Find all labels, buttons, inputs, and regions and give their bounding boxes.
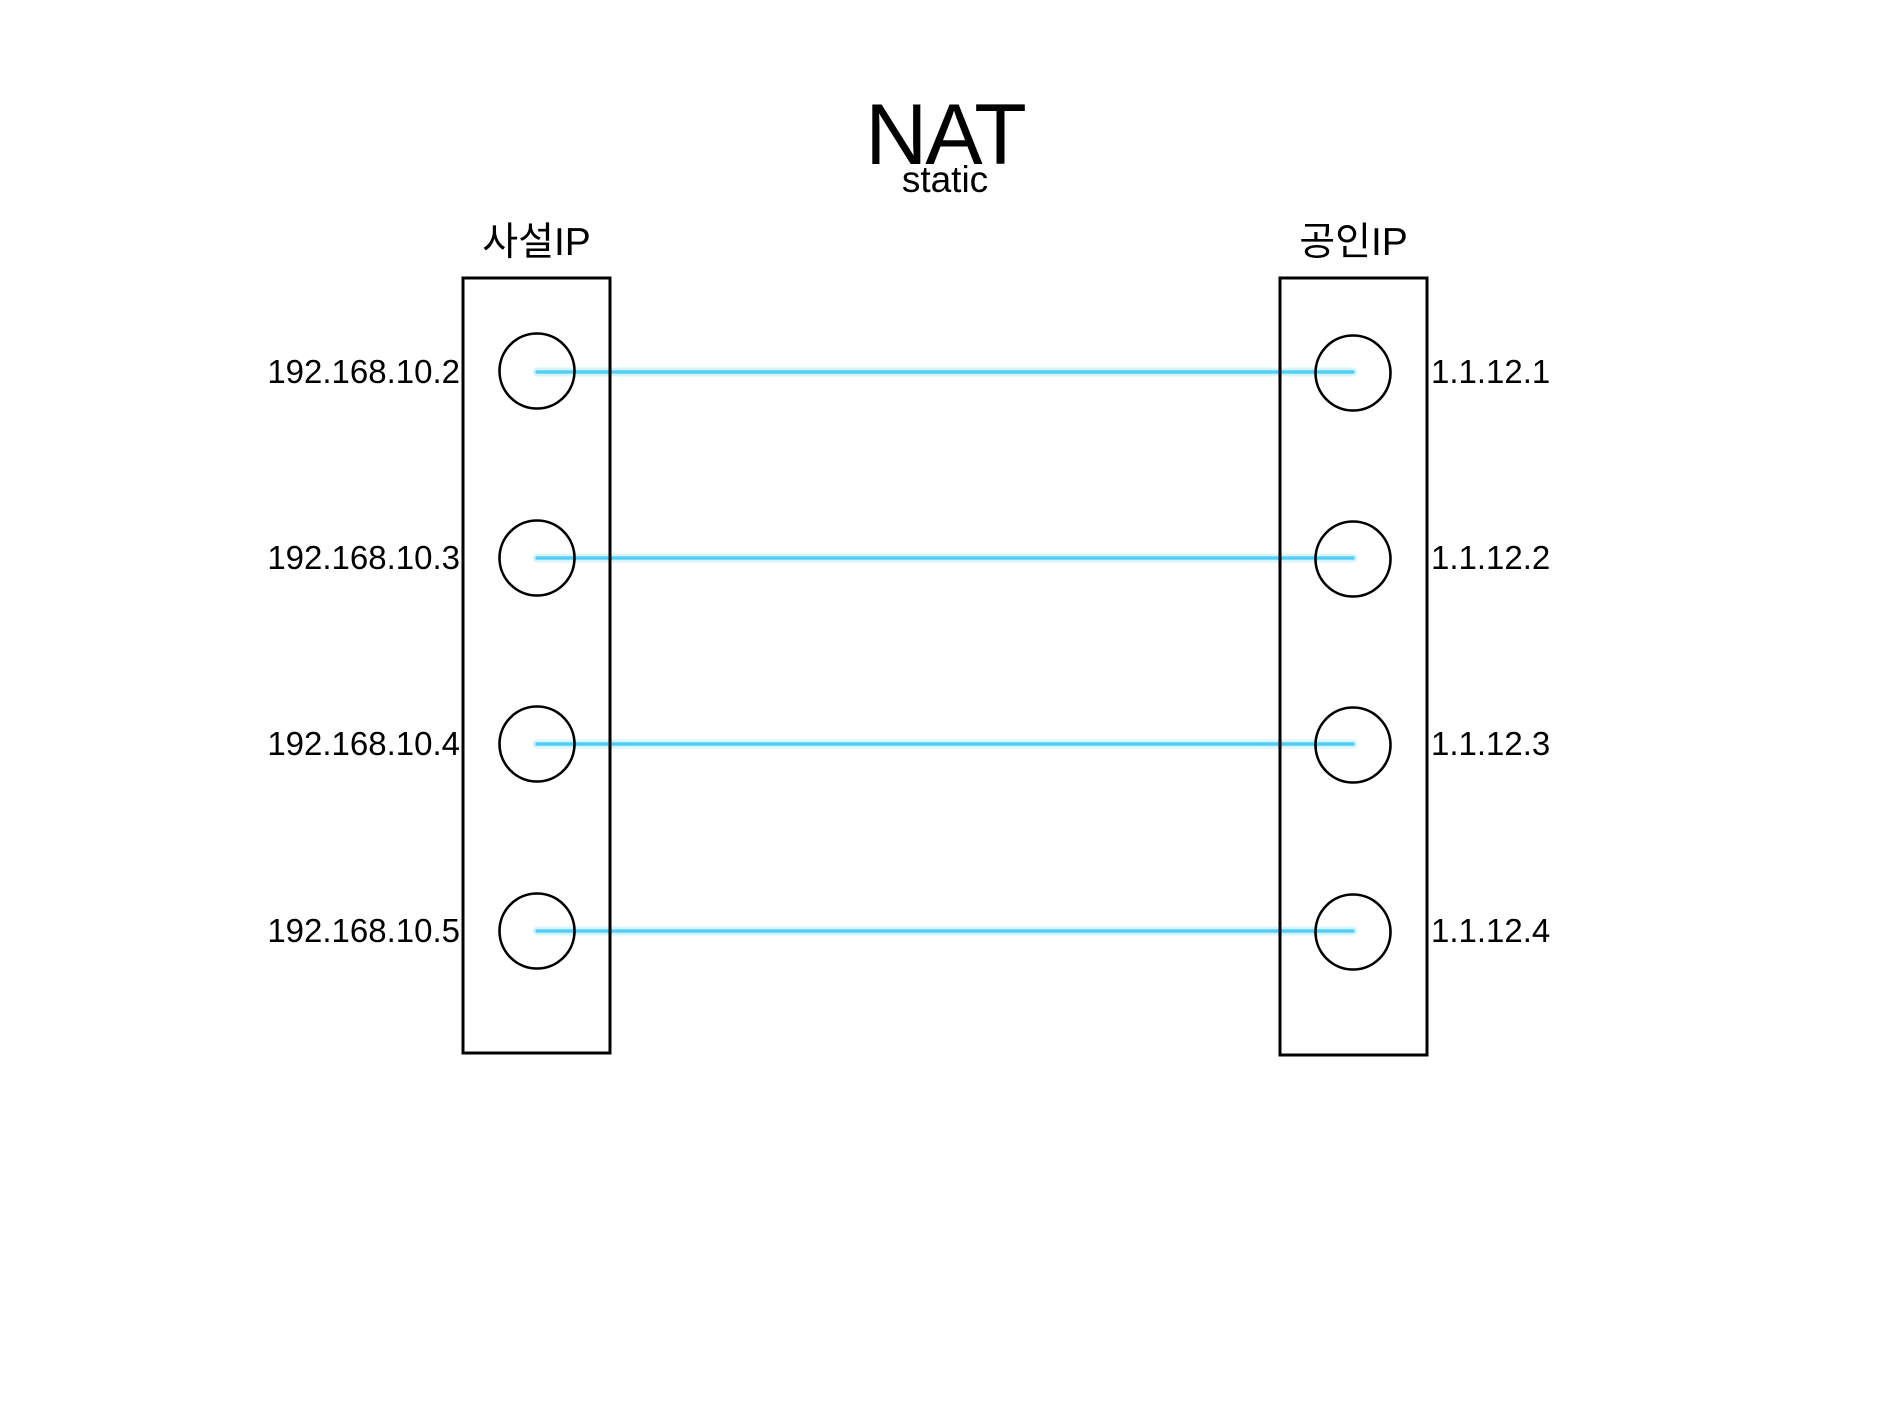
public-ip-box — [1278, 276, 1429, 1057]
public-ip-label: 1.1.12.2 — [1431, 539, 1551, 576]
private-port-circle — [498, 892, 576, 970]
public-ip-label: 1.1.12.3 — [1431, 725, 1551, 762]
private-ip-box — [461, 276, 612, 1055]
private-ip-label: 192.168.10.5 — [267, 912, 460, 949]
public-port-circle — [1314, 893, 1392, 971]
public-port-circle — [1314, 706, 1392, 784]
private-ip-label: 192.168.10.3 — [267, 539, 460, 576]
private-port-circle — [498, 519, 576, 597]
private-port-circle — [498, 705, 576, 783]
public-port-circle — [1314, 334, 1392, 412]
page-subtitle: static — [901, 159, 989, 200]
page-title: NAT — [865, 87, 1027, 183]
private-ip-label: 192.168.10.2 — [267, 353, 460, 390]
private-ip-column-label: 사설IP — [482, 221, 591, 264]
private-port-circle — [498, 332, 576, 410]
public-ip-label: 1.1.12.1 — [1431, 353, 1551, 390]
private-ip-label: 192.168.10.4 — [267, 725, 460, 762]
public-ip-label: 1.1.12.4 — [1431, 912, 1551, 949]
public-ip-column-label: 공인IP — [1299, 221, 1408, 264]
public-port-circle — [1314, 520, 1392, 598]
